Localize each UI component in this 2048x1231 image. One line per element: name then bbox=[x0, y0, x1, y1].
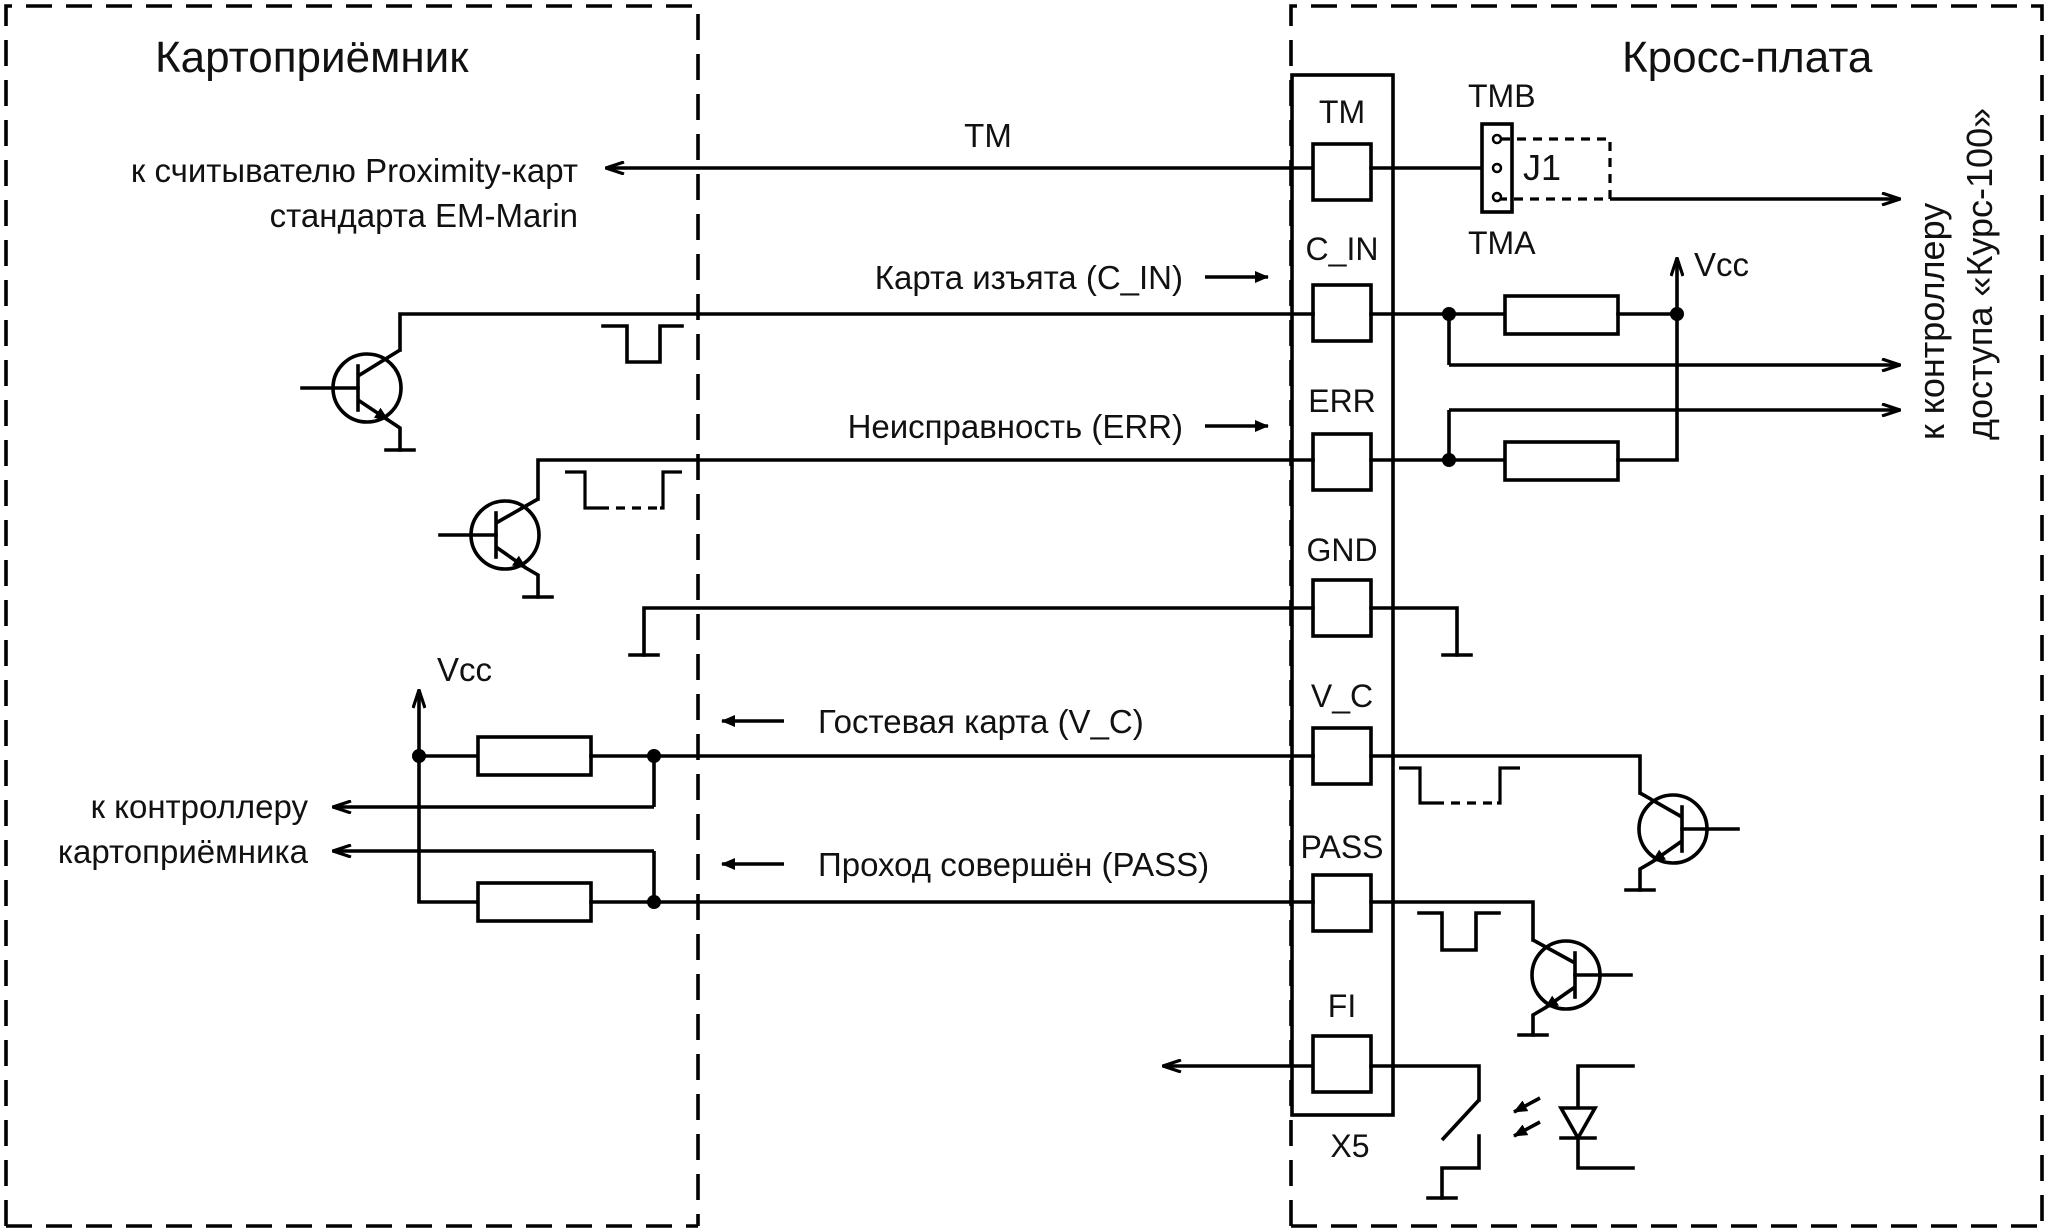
reader-label-line1: к считывателю Proximity-карт bbox=[131, 152, 578, 189]
card-taken-label: Карта изъята (C_IN) bbox=[875, 259, 1183, 296]
pin-tm bbox=[1311, 142, 1373, 202]
jumper-name: J1 bbox=[1523, 147, 1561, 188]
fault-label: Неисправность (ERR) bbox=[848, 408, 1183, 445]
jumper-j1: TMB TMA J1 bbox=[1468, 78, 1900, 261]
right-controller-line1: к контроллеру bbox=[1911, 203, 1952, 440]
left-resistor-network: Vcc к контроллеру картоприёмника bbox=[58, 651, 661, 923]
connector-name: X5 bbox=[1330, 1128, 1369, 1164]
transistor-err bbox=[438, 497, 554, 599]
card-acceptor-title: Картоприёмник bbox=[155, 33, 469, 82]
transistor-c-in bbox=[300, 348, 416, 452]
vcc-label-left: Vcc bbox=[437, 651, 492, 688]
v-c-line: Гостевая карта (V_C) bbox=[652, 703, 1740, 892]
card-acceptor-block bbox=[4, 4, 700, 1228]
pin-label: V_C bbox=[1311, 678, 1373, 714]
pin-label: ERR bbox=[1308, 383, 1376, 419]
pin-label: FI bbox=[1328, 988, 1356, 1024]
transistor-v-c bbox=[1624, 791, 1740, 892]
optocoupler bbox=[1426, 1064, 1635, 1200]
jumper-bottom-label: TMA bbox=[1468, 225, 1536, 261]
reader-label-line2: стандарта EM-Marin bbox=[270, 197, 578, 234]
gnd-line bbox=[628, 606, 1473, 657]
cross-board-block bbox=[1289, 4, 2044, 1228]
left-controller-line1: к контроллеру bbox=[91, 788, 309, 825]
pin-err bbox=[1311, 432, 1373, 492]
transistor-pass bbox=[1517, 938, 1633, 1037]
err-line: Неисправность (ERR) bbox=[438, 408, 1900, 599]
c-in-line: Карта изъята (C_IN) Vcc bbox=[300, 246, 1900, 460]
pin-label: GND bbox=[1306, 532, 1377, 568]
guest-card-label: Гостевая карта (V_C) bbox=[818, 703, 1144, 740]
pass-line: Проход совершён (PASS) bbox=[652, 846, 1633, 1037]
passage-done-label: Проход совершён (PASS) bbox=[818, 846, 1209, 883]
cross-board-title: Кросс-плата bbox=[1622, 33, 1873, 82]
tm-label: TM bbox=[964, 117, 1012, 154]
pin-fi bbox=[1311, 1034, 1373, 1094]
pin-label: PASS bbox=[1301, 829, 1384, 865]
pin-label: C_IN bbox=[1306, 231, 1379, 267]
connector-x5: TM C_IN ERR GND V_C PASS FI X5 bbox=[1290, 73, 1395, 1164]
left-controller-line2: картоприёмника bbox=[58, 833, 309, 870]
fi-line bbox=[1163, 1064, 1635, 1200]
right-controller-label: к контроллеру доступа «Курс-100» bbox=[1911, 108, 2000, 440]
pin-c-in bbox=[1311, 283, 1373, 343]
right-controller-line2: доступа «Курс-100» bbox=[1959, 108, 2000, 440]
pin-gnd bbox=[1311, 578, 1373, 638]
jumper-top-label: TMB bbox=[1468, 78, 1536, 114]
pin-pass bbox=[1311, 873, 1373, 933]
pin-v-c bbox=[1311, 726, 1373, 786]
tm-line: TM к считывателю Proximity-карт стандарт… bbox=[131, 117, 1484, 234]
vcc-label-right: Vcc bbox=[1694, 246, 1749, 283]
pin-label: TM bbox=[1319, 94, 1365, 130]
